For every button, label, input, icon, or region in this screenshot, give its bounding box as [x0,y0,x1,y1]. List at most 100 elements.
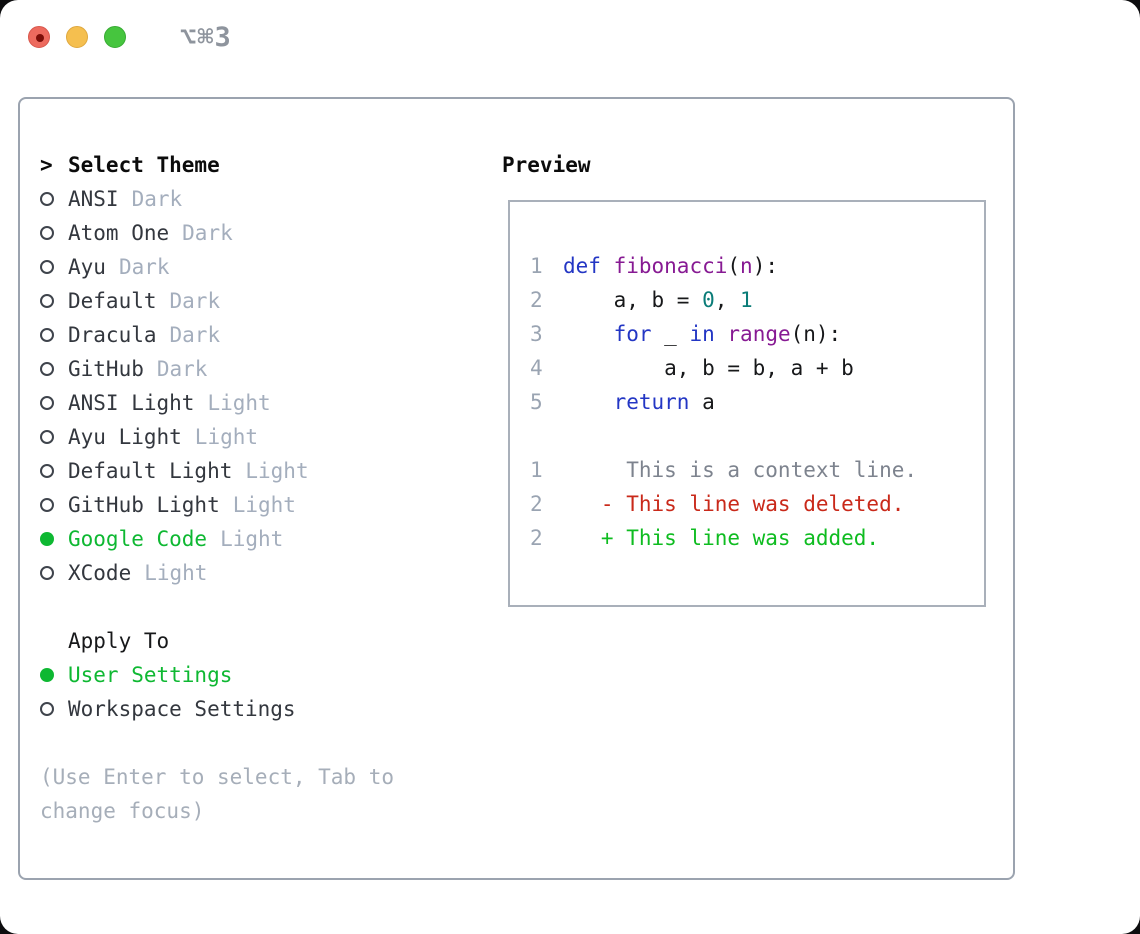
theme-item-google-code[interactable]: Google Code Light [40,522,412,556]
theme-variant-tag: Light [232,493,296,517]
window-title: ⌥⌘3 [180,21,232,53]
code-token-pln [715,322,728,346]
theme-name: GitHub Light [68,493,220,517]
theme-variant-tag: Dark [131,187,183,211]
preview-line: 1 This is a context line. [530,453,917,487]
code-token-kw: return [613,390,690,414]
theme-item-ayu-light[interactable]: Ayu Light Light [40,420,412,454]
preview-line: 5 return a [530,385,917,419]
help-text: (Use Enter to select, Tab to change focu… [40,765,395,823]
code-token-pln: _ [651,322,690,346]
code-token-add: + This line was added. [563,526,880,550]
theme-variant-tag: Dark [182,221,233,245]
line-number: 2 [530,492,543,516]
theme-variant-tag: Light [245,459,309,483]
line-number: 2 [530,288,543,312]
code-token-pln: ( [727,254,741,278]
theme-item-dracula[interactable]: Dracula Dark [40,318,412,352]
apply-option-user-settings[interactable]: User Settings [40,658,412,692]
caret-icon: > [40,153,53,177]
apply-to-header-row: Apply To [40,624,412,658]
theme-name: XCode [68,561,132,585]
code-token-pln [563,390,614,414]
preview-line: 2 + This line was added. [530,521,917,555]
selected-radio-icon [40,668,68,682]
theme-variant-tag: Dark [169,323,221,347]
preview-line: 3 for _ in range(n): [530,317,917,351]
theme-name: Google Code [68,527,208,551]
theme-name: Default [68,289,157,313]
line-number: 5 [530,390,543,414]
theme-item-xcode[interactable]: XCode Light [40,556,412,590]
apply-option-workspace-settings[interactable]: Workspace Settings [40,692,412,726]
theme-name: Atom One [68,221,170,245]
preview-line: 4 a, b = b, a + b [530,351,917,385]
spacer [40,590,412,624]
theme-name: Dracula [68,323,157,347]
close-button[interactable] [28,26,50,48]
radio-icon [40,464,68,478]
theme-variant-tag: Dark [156,357,208,381]
code-token-lit: 0 [702,288,715,312]
titlebar: ⌥⌘3 [28,22,232,53]
theme-item-default-light[interactable]: Default Light Light [40,454,412,488]
code-token-kw: for [613,322,652,346]
preview-line: 2 - This line was deleted. [530,487,917,521]
theme-variant-tag: Light [194,425,259,449]
theme-name: Ayu Light [68,425,182,449]
minimize-button[interactable] [66,26,88,48]
zoom-button[interactable] [104,26,126,48]
code-token-kw: in [689,322,715,346]
code-token-pln: a, b = b, a + b [563,356,854,380]
preview-heading: Preview [502,153,591,177]
radio-icon [40,396,68,410]
select-theme-heading: Select Theme [68,153,220,177]
radio-icon [40,260,68,274]
theme-variant-tag: Light [220,527,284,551]
code-token-typ: fibonacci [613,254,728,278]
theme-item-github-light[interactable]: GitHub Light Light [40,488,412,522]
apply-to-heading: Apply To [68,629,170,653]
code-token-pln [563,322,614,346]
radio-icon [40,294,68,308]
radio-icon [40,192,68,206]
line-number: 4 [530,356,543,380]
preview-line [530,419,917,453]
line-number: 2 [530,526,543,550]
radio-icon [40,702,68,716]
radio-icon [40,430,68,444]
close-dot-icon [36,34,44,42]
radio-icon [40,362,68,376]
theme-item-ansi-light[interactable]: ANSI Light Light [40,386,412,420]
apply-option-label: User Settings [68,663,233,687]
preview-line: 2 a, b = 0, 1 [530,283,917,317]
code-token-ctx: This is a context line. [563,458,918,482]
theme-item-default[interactable]: Default Dark [40,284,412,318]
theme-list-header: > Select Theme [40,148,412,182]
selected-radio-icon [40,532,68,546]
radio-icon [40,328,68,342]
code-token-lit: 1 [740,288,753,312]
theme-variant-tag: Light [207,391,271,415]
theme-item-atom-one[interactable]: Atom One Dark [40,216,412,250]
apply-option-label: Workspace Settings [68,697,296,721]
code-token-pln: ): [752,254,778,278]
theme-variant-tag: Light [144,561,208,585]
code-token-pln: a [689,390,715,414]
theme-name: Default Light [68,459,233,483]
radio-icon [40,498,68,512]
line-number: 1 [530,458,543,482]
theme-variant-tag: Dark [118,255,170,279]
theme-variant-tag: Dark [169,289,221,313]
theme-name: ANSI Light [68,391,195,415]
code-token-typ: range [727,322,791,346]
